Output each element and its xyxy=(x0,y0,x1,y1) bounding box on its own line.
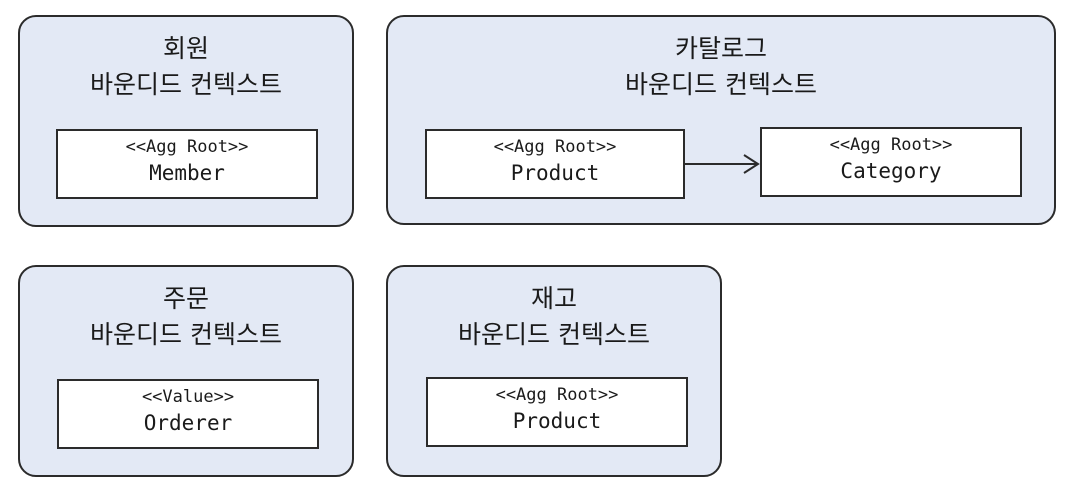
member-context-title: 회원 바운디드 컨텍스트 xyxy=(20,31,352,103)
catalog-context-subtitle: 바운디드 컨텍스트 xyxy=(625,70,817,99)
order-name: Orderer xyxy=(143,411,233,435)
order-context-name: 주문 xyxy=(162,284,209,313)
inventory-product-box: <<Agg Root>> Product xyxy=(426,377,688,447)
order-context: 주문 바운디드 컨텍스트 <<Value>> Orderer xyxy=(18,265,354,477)
catalog-category-box: <<Agg Root>> Category xyxy=(760,127,1022,197)
member-context-subtitle: 바운디드 컨텍스트 xyxy=(90,70,282,99)
member-aggregate-box: <<Agg Root>> Member xyxy=(56,129,318,199)
catalog-context-name: 카탈로그 xyxy=(674,34,767,63)
order-value-box: <<Value>> Orderer xyxy=(57,379,319,449)
member-stereotype: <<Agg Root>> xyxy=(125,137,249,157)
catalog-product-box: <<Agg Root>> Product xyxy=(425,129,685,199)
inventory-product-name: Product xyxy=(512,409,602,433)
product-to-category-arrow xyxy=(685,154,760,174)
catalog-product-stereotype: <<Agg Root>> xyxy=(493,137,617,157)
order-stereotype: <<Value>> xyxy=(141,387,235,407)
inventory-context: 재고 바운디드 컨텍스트 <<Agg Root>> Product xyxy=(386,265,722,477)
inventory-context-subtitle: 바운디드 컨텍스트 xyxy=(458,320,650,349)
catalog-context-title: 카탈로그 바운디드 컨텍스트 xyxy=(388,31,1054,103)
order-context-title: 주문 바운디드 컨텍스트 xyxy=(20,281,352,353)
inventory-context-title: 재고 바운디드 컨텍스트 xyxy=(388,281,720,353)
catalog-category-stereotype: <<Agg Root>> xyxy=(829,135,953,155)
catalog-product-name: Product xyxy=(510,161,600,185)
inventory-context-name: 재고 xyxy=(530,284,577,313)
inventory-product-stereotype: <<Agg Root>> xyxy=(495,385,619,405)
catalog-context: 카탈로그 바운디드 컨텍스트 <<Agg Root>> Product <<Ag… xyxy=(386,15,1056,225)
catalog-category-name: Category xyxy=(840,159,942,183)
member-context: 회원 바운디드 컨텍스트 <<Agg Root>> Member xyxy=(18,15,354,227)
member-name: Member xyxy=(149,161,225,185)
member-context-name: 회원 xyxy=(162,34,209,63)
order-context-subtitle: 바운디드 컨텍스트 xyxy=(90,320,282,349)
